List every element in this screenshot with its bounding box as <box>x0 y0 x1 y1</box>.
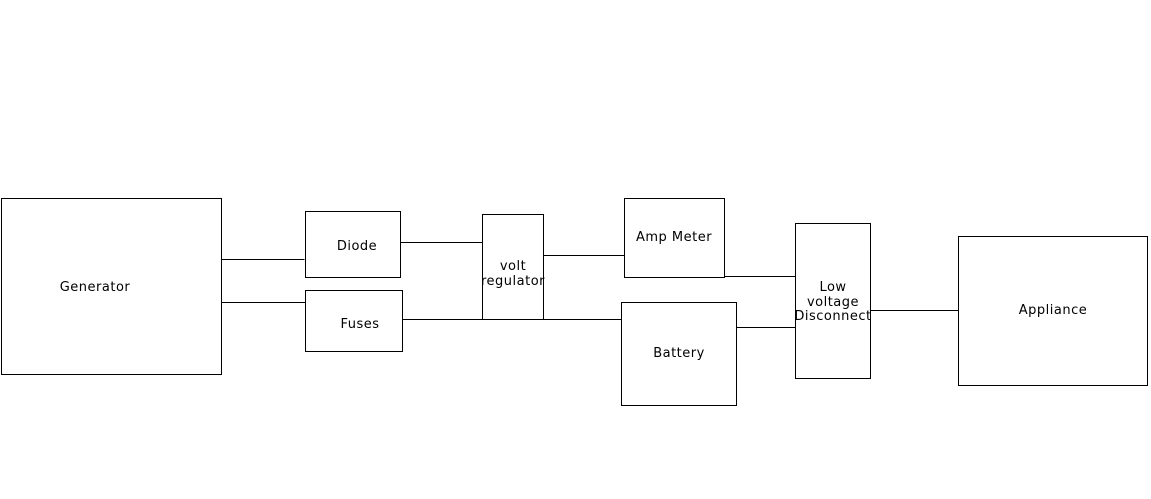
appliance-block: Appliance <box>958 236 1148 386</box>
appliance-label: Appliance <box>1019 303 1087 318</box>
volt-regulator-label-line1: volt <box>500 259 526 274</box>
amp-meter-block: Amp Meter <box>624 198 725 278</box>
battery-label: Battery <box>653 346 705 361</box>
fuses-label: Fuses <box>340 317 379 332</box>
disconnect-label-line3: Disconnect <box>794 309 871 324</box>
amp-meter-label: Amp Meter <box>636 230 712 245</box>
disconnect-label-line1: Low <box>819 280 846 295</box>
diode-label: Diode <box>337 239 377 254</box>
low-voltage-disconnect-block: Low voltage Disconnect <box>794 223 871 379</box>
volt-regulator-block: volt regulator <box>481 214 545 320</box>
volt-regulator-label-line2: regulator <box>481 274 545 289</box>
generator-block: Generator <box>1 198 222 375</box>
battery-block: Battery <box>621 302 737 406</box>
fuses-block: Fuses <box>305 290 403 352</box>
generator-label: Generator <box>60 280 131 295</box>
diode-block: Diode <box>305 211 401 278</box>
disconnect-label-line2: voltage <box>807 295 859 310</box>
